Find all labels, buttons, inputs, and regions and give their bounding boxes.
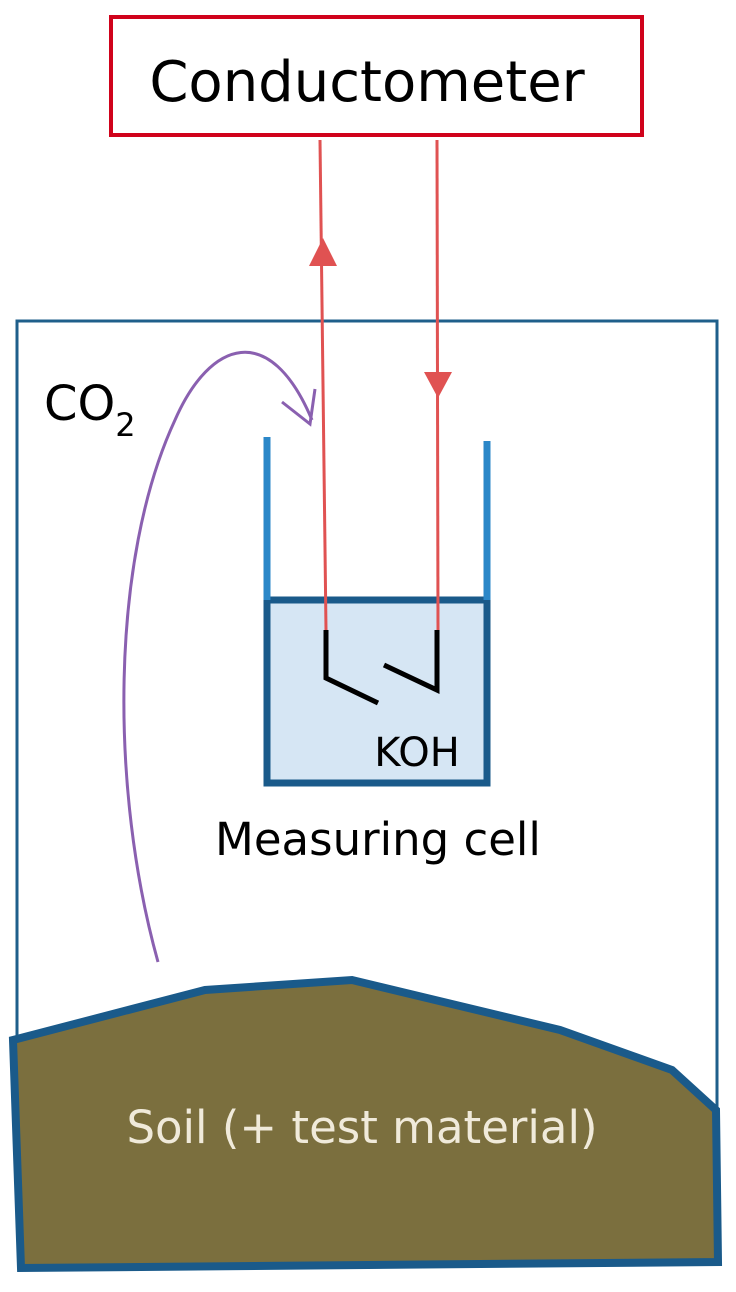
measuring-cell: KOH Measuring cell <box>215 437 541 866</box>
soil-label: Soil (+ test material) <box>126 1101 597 1154</box>
co2-text: CO2 <box>44 376 136 444</box>
electrode-right <box>382 630 440 694</box>
soil-layer: Soil (+ test material) <box>8 975 723 1273</box>
co2-flow-arrow <box>122 350 317 963</box>
arrow-down-icon <box>424 372 452 398</box>
electrode-left <box>323 630 380 706</box>
conductometer-border <box>109 15 644 137</box>
wire-right <box>424 139 452 631</box>
wire-left <box>309 139 337 631</box>
conductometer-box: Conductometer <box>109 15 644 137</box>
koh-label: KOH <box>374 730 460 776</box>
koh-solution <box>263 596 491 787</box>
conductometer-label: Conductometer <box>149 50 585 115</box>
co2-label: CO2 <box>44 376 136 444</box>
soil-shape <box>8 975 723 1273</box>
arrow-up-icon <box>309 238 337 266</box>
measuring-cell-label: Measuring cell <box>215 813 541 866</box>
arrowhead-icon <box>281 388 317 427</box>
